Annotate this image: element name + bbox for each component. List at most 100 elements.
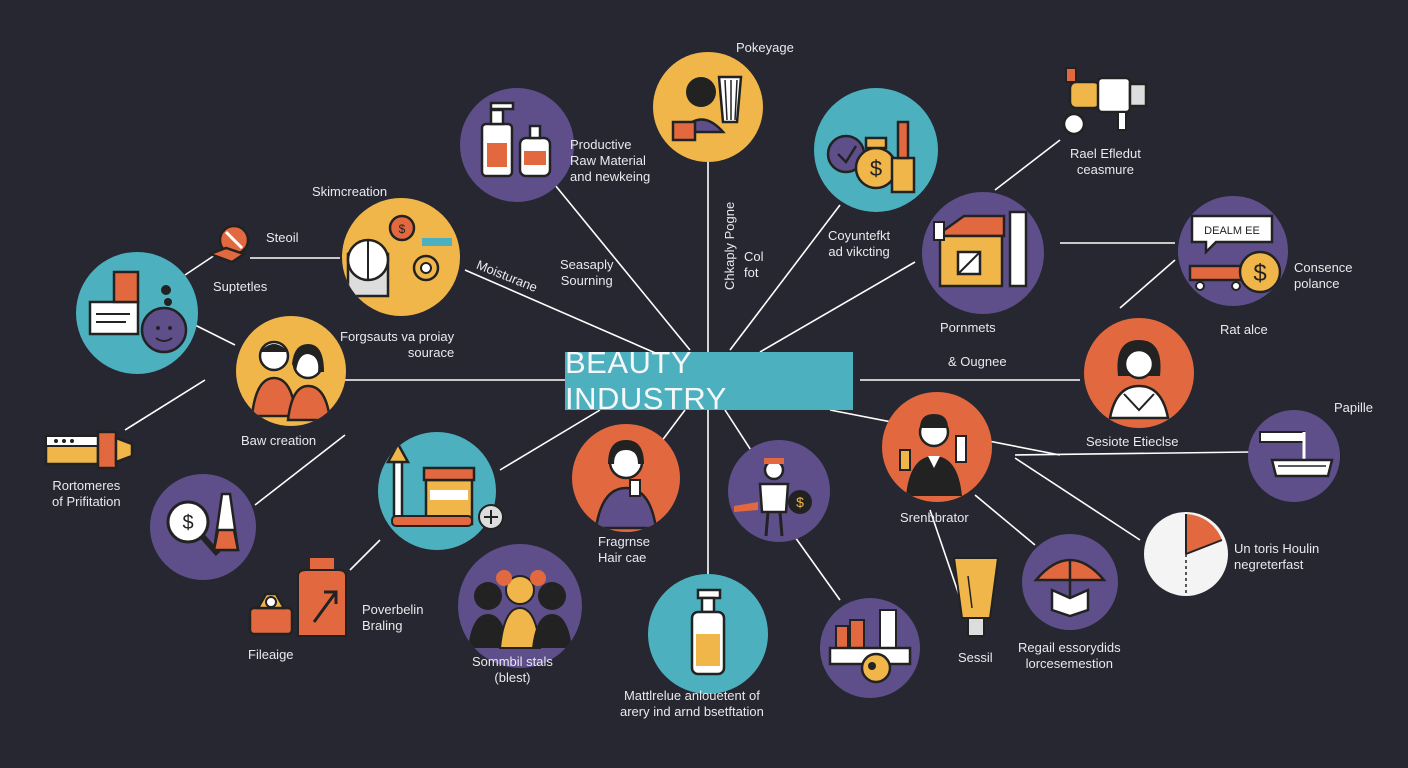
woman-fragrance-icon (594, 440, 658, 530)
bag-bottle-node (292, 556, 352, 640)
lab-gears-node: $ (342, 198, 460, 316)
woman-fragrance-node (572, 424, 680, 532)
magnifier-dollar-icon: $ (166, 492, 240, 556)
label-pokeyage: Pokeyage (736, 40, 794, 55)
lipstick-tube-node (44, 428, 136, 470)
product-bottles-node (460, 88, 574, 202)
hair-dryer-node (1058, 62, 1154, 140)
label-skimcreation: Skimcreation (312, 184, 388, 199)
face-makeup-icon (671, 75, 743, 142)
label-seasaply: Seasaply Sourning (560, 257, 613, 289)
label-fragrnse: Fragrnse Hair cae (598, 534, 650, 566)
brush-jar-icon (385, 441, 476, 527)
label-supterles: Suptetles (213, 279, 268, 294)
label-stedl: Steoil (266, 230, 299, 245)
face-makeup-node (653, 52, 763, 162)
tube-cream-node (950, 556, 1002, 640)
sign-text: DEALM EE (1204, 225, 1260, 237)
people-couple-node (236, 316, 346, 426)
label-fileaige: Fileaige (248, 647, 294, 662)
shop-building-icon (932, 210, 1028, 288)
label-col-fot: Col fot (744, 249, 764, 281)
label-forgsauts-text: Forgsauts va proiay sourace (340, 329, 455, 360)
label-baw-creation: Baw creation (241, 433, 317, 448)
label-fragrnse-text: Fragrnse Hair cae (598, 534, 651, 565)
label-coyuntefkt: Coyuntefkt ad vikcting (828, 228, 890, 260)
svg-text:$: $ (1253, 260, 1266, 287)
svg-text:$: $ (182, 512, 193, 534)
bowl-sign-node (1248, 410, 1340, 502)
sign-money-node: DEALM EE $ (1178, 196, 1288, 306)
money-lipstick-icon: $ (826, 120, 916, 194)
label-productive: Productive Raw Material and newkeing (570, 137, 650, 185)
crowd-silhouettes-icon (468, 570, 572, 649)
lipstick-tube-icon (44, 430, 134, 470)
label-rael-efledut-text: Rael Efledut ceasmure (1070, 146, 1141, 177)
hand-object-icon (206, 224, 250, 264)
hand-node (204, 218, 256, 266)
umbrella-book-node (1022, 534, 1118, 630)
add-circle-node (476, 502, 506, 532)
svg-text:$: $ (399, 222, 406, 236)
umbrella-book-icon (1033, 558, 1107, 618)
bag-bottle-icon (297, 558, 347, 637)
label-consence: Consence polance (1294, 260, 1353, 292)
pie-chart-node (1144, 512, 1228, 596)
woman-portrait-icon (1108, 340, 1170, 420)
ring-box-node (246, 586, 296, 638)
dna-user-icon (88, 270, 188, 354)
label-regail: Regail essorydids lorcesemestion (1018, 640, 1121, 672)
lab-gears-icon: $ (346, 214, 452, 298)
add-circle-icon (478, 504, 504, 530)
label-ougnee: & Ougnee (948, 354, 1007, 369)
svg-text:$: $ (796, 494, 804, 510)
label-pornmets: Pornmets (940, 320, 996, 335)
label-coyuntefkt-text: Coyuntefkt ad vikcting (828, 228, 891, 259)
label-seasaply-text: Seasaply Sourning (560, 257, 614, 288)
hair-dryer-icon (1062, 67, 1148, 136)
svg-text:$: $ (870, 156, 882, 181)
label-chkaply: Chkaply Pogne (722, 201, 737, 290)
label-col-fot-text: Col fot (744, 249, 764, 280)
label-poverbelin-text: Poverbelin Braling (362, 602, 424, 633)
pie-chart-icon (1185, 514, 1223, 594)
center-title-banner: BEAUTY INDUSTRY (565, 345, 853, 416)
sign-money-icon: DEALM EE $ (1188, 214, 1282, 294)
label-sesiote: Sesiote Etieclse (1086, 434, 1179, 449)
label-mattlirelue: Mattlrelue anlouetent of arery ind arnd … (620, 688, 764, 720)
crowd-silhouettes-node (458, 544, 582, 668)
people-couple-icon (250, 340, 332, 422)
lotion-bottle-node (648, 574, 768, 694)
worker-dollar-icon: $ (734, 458, 812, 537)
label-poverbelin: Poverbelin Braling (362, 602, 423, 634)
label-consence-text: Consence polance (1294, 260, 1353, 291)
label-rat-alce: Rat alce (1220, 322, 1268, 337)
cosmetic-set-node (820, 598, 920, 698)
label-mattlirelue-text: Mattlrelue anlouetent of arery ind arnd … (620, 688, 764, 719)
label-rortomeres-text: Rortomeres of Prifitation (52, 478, 121, 509)
ring-box-icon (248, 592, 294, 636)
label-srenbbrator: Srenbbrator (900, 510, 969, 525)
label-regail-text: Regail essorydids lorcesemestion (1018, 640, 1121, 671)
worker-dollar-node: $ (728, 440, 830, 542)
money-lipstick-node: $ (814, 88, 938, 212)
product-bottles-icon (480, 101, 552, 178)
label-productive-text: Productive Raw Material and newkeing (570, 137, 651, 184)
shop-building-node (922, 192, 1044, 314)
brush-jar-node (378, 432, 496, 550)
tube-cream-icon (952, 557, 1000, 637)
magnifier-dollar-node: $ (150, 474, 256, 580)
label-papille: Papille (1334, 400, 1374, 415)
label-sommbil-text: Sommbil stals (blest) (472, 654, 553, 685)
bowl-sign-icon (1259, 431, 1334, 478)
label-un-toris: Un toris Houlin negreterfast (1234, 541, 1319, 573)
label-forgsauts: Forgsauts va proiay sourace (340, 329, 454, 361)
presenter-man-node (882, 392, 992, 502)
label-sommbil: Sommbil stals (blest) (472, 654, 553, 686)
presenter-man-icon (899, 414, 967, 496)
lotion-bottle-icon (690, 588, 726, 676)
label-un-toris-text: Un toris Houlin negreterfast (1234, 541, 1320, 572)
label-rael-efledut: Rael Efledut ceasmure (1070, 146, 1141, 178)
